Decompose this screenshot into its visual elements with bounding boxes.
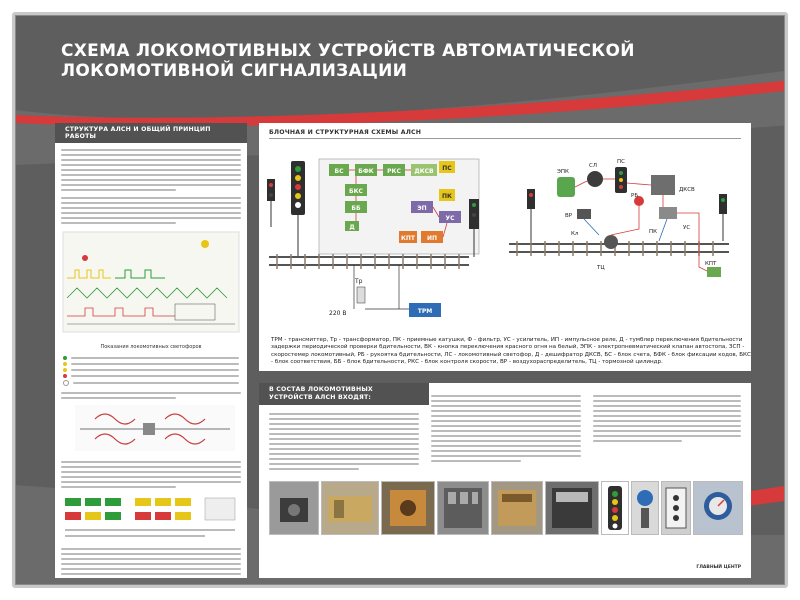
left-signal-list: [55, 350, 247, 399]
left-text-block-3: [55, 548, 247, 578]
block-bb: ББ: [351, 205, 361, 212]
block-kpt: КПТ: [401, 235, 416, 242]
panel-left-title: СТРУКТУРА АЛСН И ОБЩИЙ ПРИНЦИП РАБОТЫ: [55, 123, 247, 143]
block-diagram: БС БФК РКС ДКСВ БКС ББ Д ПС ПК ЭП УС ИП …: [267, 158, 729, 317]
label-dksv-right: ДКСВ: [679, 187, 695, 193]
photo-6: [545, 481, 599, 535]
panel-bottom-title-line-2: УСТРОЙСТВ АЛСН ВХОДЯТ:: [269, 394, 372, 401]
yellow-signal-icon: [63, 362, 67, 366]
block-us: УС: [445, 215, 455, 222]
right-devices: ЭПК СЛ ПС ДКСВ РБ ВР ТЦ ПК УС КПТ Кл: [557, 159, 721, 277]
label-tr: Тр: [354, 278, 363, 285]
title-line-1: СХЕМА ЛОКОМОТИВНЫХ УСТРОЙСТВ АВТОМАТИЧЕС…: [61, 41, 635, 61]
photo-2: [321, 481, 379, 535]
brand-logo: ГЛАВНЫЙ ЦЕНТР: [696, 565, 741, 570]
photo-4: [437, 481, 489, 535]
label-rb: РБ: [631, 193, 638, 199]
block-ps: ПС: [442, 165, 452, 172]
left-chart-caption: Показания локомотивных светофоров: [100, 344, 202, 350]
block-trm: ТРМ: [418, 308, 432, 315]
photo-7: [601, 481, 629, 535]
photo-3: [381, 481, 435, 535]
poster-frame: СХЕМА ЛОКОМОТИВНЫХ УСТРОЙСТВ АВТОМАТИЧЕС…: [12, 12, 788, 588]
power-circuit: Тр 220 В ТРМ: [329, 265, 441, 317]
block-ip: ИП: [427, 235, 437, 242]
panel-right-title: БЛОЧНАЯ И СТРУКТУРНАЯ СХЕМЫ АЛСН: [269, 129, 422, 136]
label-220v: 220 В: [329, 310, 346, 317]
right-track: [509, 241, 729, 256]
diagram-legend: ТРМ - трансмиттер, Тр - трансформатор, П…: [271, 337, 751, 366]
label-ps-right: ПС: [617, 159, 625, 165]
title-line-2: ЛОКОМОТИВНОЙ СИГНАЛИЗАЦИИ: [61, 61, 408, 81]
left-waveform-diagram: [62, 231, 240, 333]
left-track: [269, 199, 479, 269]
photo-5: [491, 481, 543, 535]
photo-8: [631, 481, 659, 535]
left-track-diagram: [75, 405, 235, 451]
label-kl: Кл: [571, 231, 579, 237]
block-d: Д: [349, 224, 354, 231]
left-text-block-2: [55, 461, 247, 488]
block-bs: БС: [335, 168, 345, 175]
block-rks: РКС: [387, 168, 401, 175]
photo-9: [661, 481, 691, 535]
header: СХЕМА ЛОКОМОТИВНЫХ УСТРОЙСТВ АВТОМАТИЧЕС…: [15, 15, 785, 135]
left-signal-mast-1: [267, 179, 275, 227]
label-epk: ЭПК: [557, 169, 569, 175]
panel-right-top: БЛОЧНАЯ И СТРУКТУРНАЯ СХЕМЫ АЛСН БС БФК: [259, 123, 751, 371]
block-ep: ЭП: [417, 205, 426, 212]
label-sl: СЛ: [589, 163, 597, 169]
red-signal-icon: [63, 374, 67, 378]
white-signal-icon: [63, 380, 69, 386]
photo-10: [693, 481, 743, 535]
left-code-table: [65, 497, 236, 537]
label-us-right: УС: [683, 225, 690, 231]
panel-bottom-title-line-1: В СОСТАВ ЛОКОМОТИВНЫХ: [269, 386, 373, 393]
label-pk-right: ПК: [649, 229, 657, 235]
panel-bottom-title: В СОСТАВ ЛОКОМОТИВНЫХ УСТРОЙСТВ АЛСН ВХО…: [259, 383, 429, 405]
label-vr: ВР: [565, 213, 573, 219]
panel-right-bottom: В СОСТАВ ЛОКОМОТИВНЫХ УСТРОЙСТВ АЛСН ВХО…: [259, 383, 751, 578]
bottom-text-col-2: [431, 395, 581, 462]
label-kpt-right: КПТ: [705, 261, 717, 267]
page-title: СХЕМА ЛОКОМОТИВНЫХ УСТРОЙСТВ АВТОМАТИЧЕС…: [61, 41, 635, 81]
right-signals: [527, 189, 727, 241]
block-bfk: БФК: [358, 168, 374, 175]
photo-1: [269, 481, 319, 535]
bottom-text-col-3: [593, 395, 741, 442]
block-dksv: ДКСВ: [414, 168, 434, 175]
green-signal-icon: [63, 356, 67, 360]
yellow-red-signal-icon: [63, 368, 67, 372]
panel-left: СТРУКТУРА АЛСН И ОБЩИЙ ПРИНЦИП РАБОТЫ По…: [55, 123, 247, 578]
left-text-block-1: [55, 143, 247, 224]
label-tts: ТЦ: [596, 265, 605, 271]
block-bks: БКС: [349, 188, 363, 195]
left-locomotive-signal: [291, 161, 305, 257]
block-pk: ПК: [442, 193, 452, 200]
bottom-text-col-1: [269, 413, 419, 470]
